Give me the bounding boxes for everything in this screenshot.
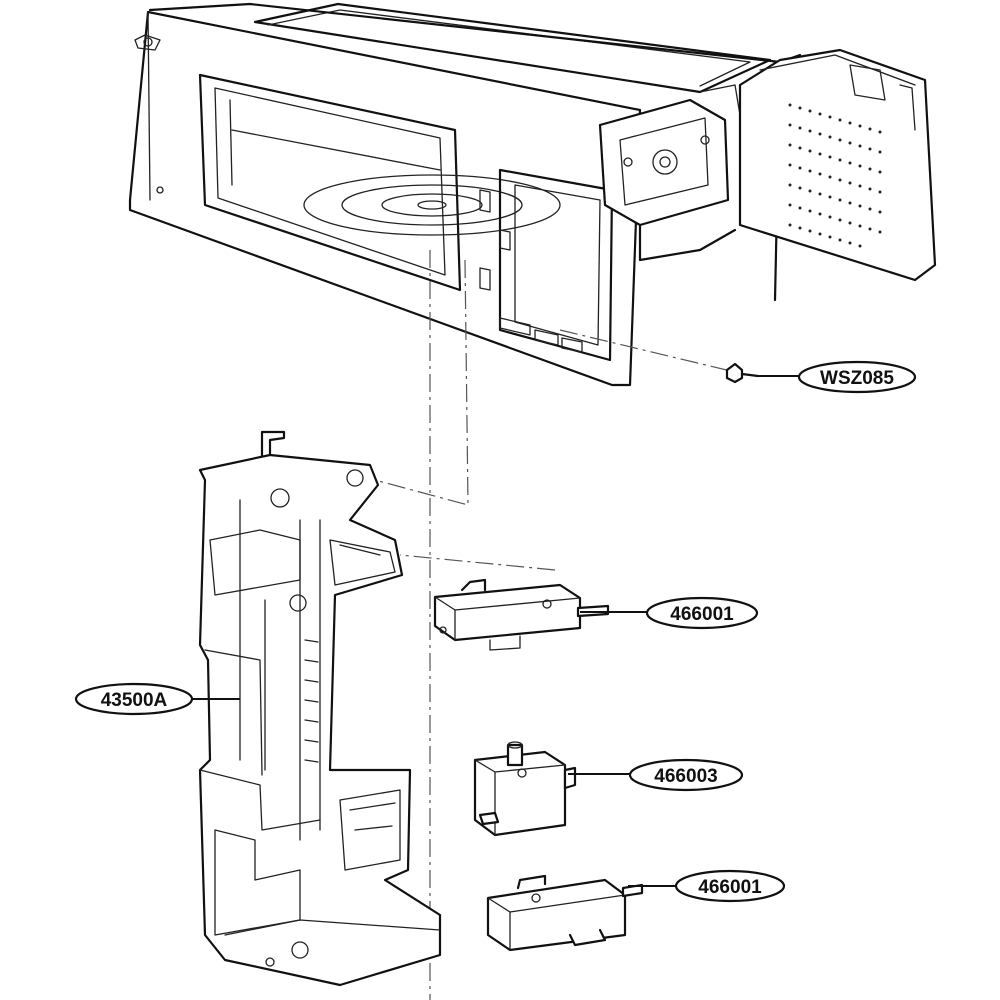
switch-monitor	[473, 741, 577, 837]
screw-part	[725, 362, 760, 384]
callout-screw: WSZ085	[797, 360, 917, 394]
microwave-cavity-assembly	[128, 2, 937, 387]
turntable	[303, 174, 561, 236]
switch-secondary	[486, 874, 644, 952]
callout-latch-holder: 43500A	[74, 682, 194, 716]
callout-label-screw: WSZ085	[820, 368, 894, 389]
callout-label-switch-monitor: 466003	[654, 766, 717, 787]
side-vent-grill	[788, 103, 882, 248]
callout-leaders	[192, 375, 800, 887]
callout-switch-primary: 466001	[645, 596, 759, 630]
switch-primary	[433, 578, 610, 651]
callout-label-switch-secondary: 466001	[698, 877, 762, 898]
callout-label-latch-holder: 43500A	[101, 690, 168, 711]
assembly-guide-lines	[374, 250, 736, 1000]
callout-switch-monitor: 466003	[628, 758, 744, 792]
door-latch-holder	[198, 430, 442, 987]
callout-label-switch-primary: 466001	[670, 604, 734, 625]
callout-switch-secondary: 466001	[674, 869, 786, 903]
